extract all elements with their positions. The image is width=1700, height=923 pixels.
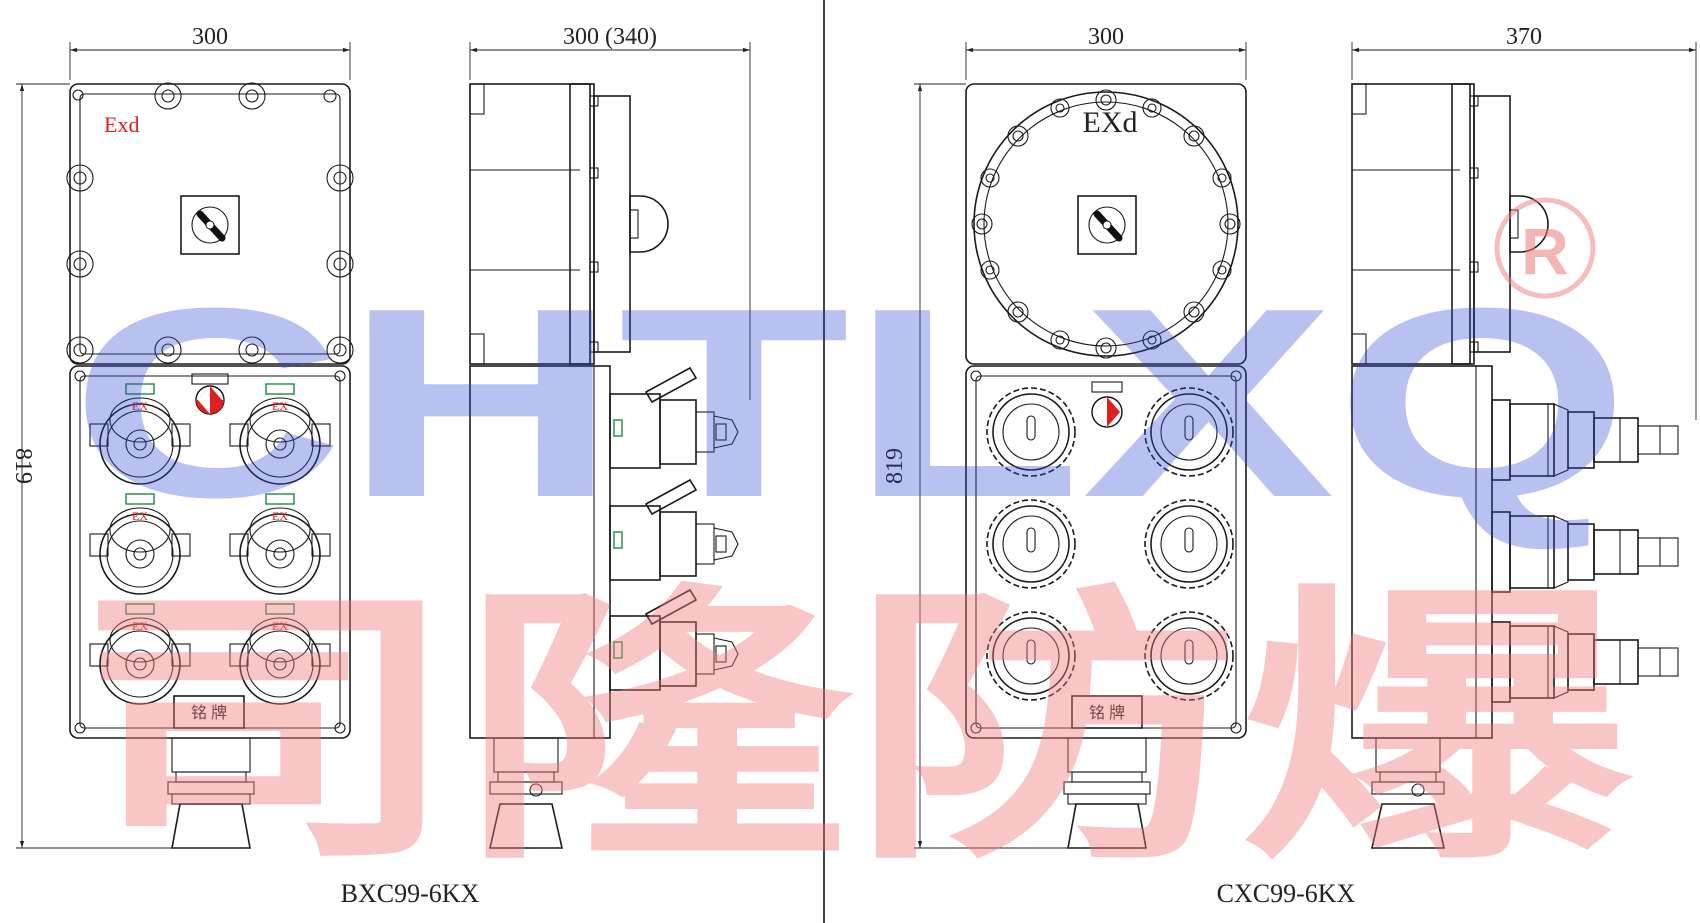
bxc-socket: EX [229, 383, 331, 485]
cxc-rotary-switch [1077, 195, 1137, 255]
cxc-socket [986, 387, 1076, 477]
brand-watermark: CHTLXQ 司隆防爆 R [70, 197, 1636, 899]
bxc-socket: EX [229, 493, 331, 595]
bxc-socket: EX [229, 603, 331, 705]
bxc-socket: EX [89, 493, 191, 595]
cxc-side-view: 370 [1351, 24, 1697, 849]
cxc-socket-grid [986, 387, 1234, 701]
cxc-cable-gland [1063, 737, 1151, 849]
bxc-side-plug [609, 478, 739, 581]
cxc-indicator-light [1091, 381, 1123, 428]
bxc-socket-grid: EX EX EX [89, 383, 331, 705]
socket-ex-mark: EX [272, 399, 288, 413]
cxc-socket [1144, 611, 1234, 701]
cxc-side-width-label: 370 [1506, 24, 1542, 50]
bxc-nameplate-label: 铭 牌 [191, 704, 227, 722]
cxc-side-connector [1491, 621, 1679, 703]
cxc-front-width-label: 300 [1088, 24, 1124, 50]
cxc-nameplate-label: 铭 牌 [1089, 704, 1125, 722]
socket-ex-mark: EX [272, 509, 288, 523]
bxc-front-view: 300 819 Exd [10, 24, 480, 908]
socket-ex-mark: EX [132, 619, 148, 633]
bxc-side-cable-gland [488, 737, 564, 849]
cxc-side-connector [1491, 399, 1679, 481]
bxc-cable-gland [167, 737, 255, 849]
bxc-side-width-label: 300 (340) [563, 24, 657, 50]
cxc-socket [1144, 387, 1234, 477]
bxc-rotary-switch [180, 195, 240, 255]
bxc-side-plug [609, 588, 739, 691]
cxc-socket [986, 499, 1076, 589]
cxc-model-label: CXC99-6KX [1217, 879, 1356, 908]
cxc-socket [1144, 499, 1234, 589]
watermark-latin-text: CHTLXQ [70, 253, 1630, 554]
registered-mark-letter: R [1521, 214, 1569, 288]
bxc-indicator-light [191, 373, 229, 415]
bxc-side-view: 300 (340) [469, 24, 751, 849]
socket-ex-mark: EX [132, 399, 148, 413]
registered-mark-icon: R [1494, 197, 1596, 299]
cxc-side-cable-gland [1370, 737, 1446, 849]
bxc-side-plug [609, 366, 739, 469]
bxc-nameplate [173, 695, 245, 729]
watermark-cjk-text: 司隆防爆 [70, 562, 1636, 899]
bxc-model-label: BXC99-6KX [341, 879, 480, 908]
bxc-front-width-label: 300 [192, 24, 228, 50]
socket-ex-mark: EX [272, 619, 288, 633]
cxc-height-label: 819 [882, 448, 908, 484]
bxc-exd-mark: Exd [104, 112, 139, 137]
socket-ex-mark: EX [132, 509, 148, 523]
cxc-side-connector [1491, 511, 1679, 593]
cxc-front-view: 300 819 EXd [882, 24, 1356, 908]
bxc-socket: EX [89, 603, 191, 705]
cxc-nameplate [1071, 695, 1143, 729]
bxc-socket: EX [89, 383, 191, 485]
cxc-exd-mark: EXd [1083, 106, 1138, 139]
cxc-socket [986, 611, 1076, 701]
bxc-height-label: 819 [10, 448, 36, 484]
